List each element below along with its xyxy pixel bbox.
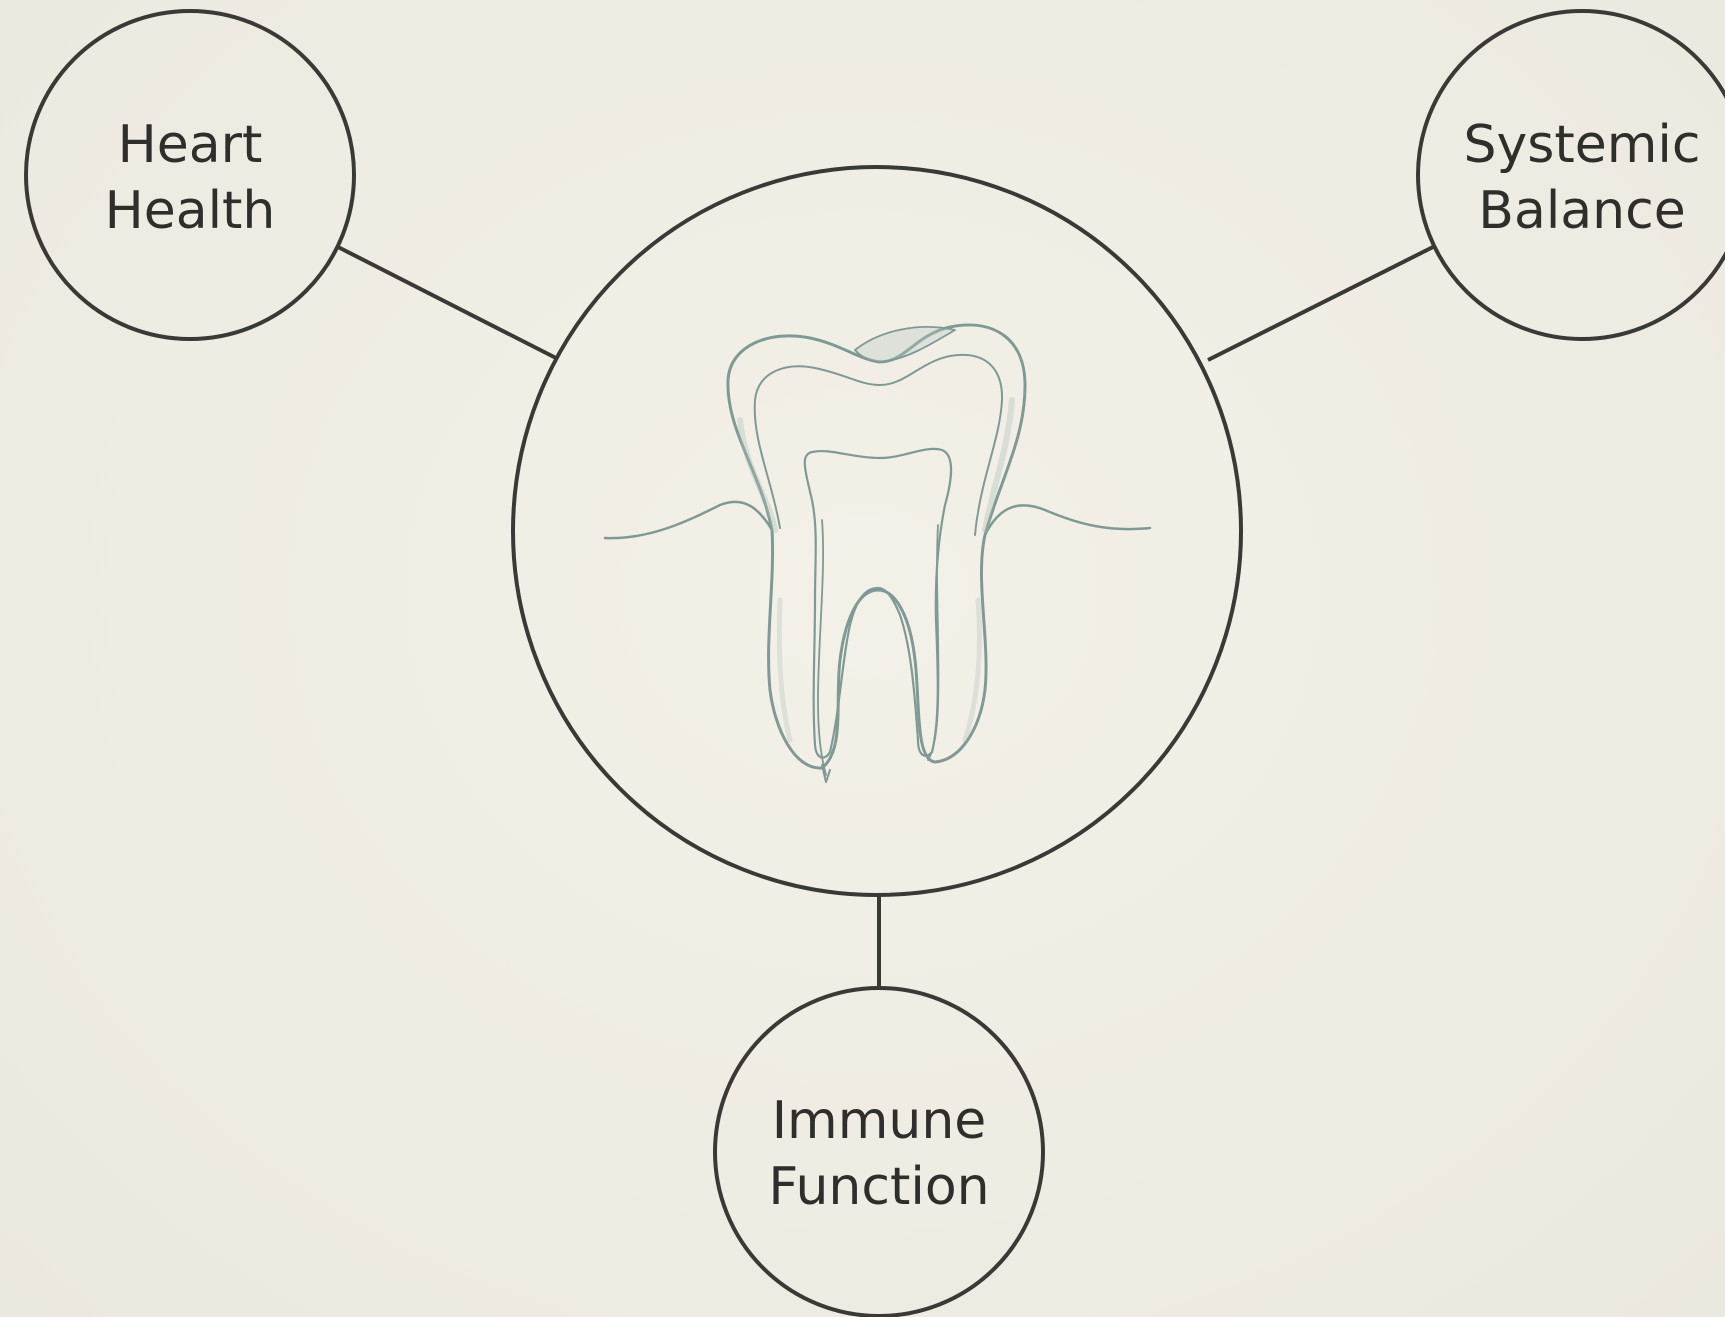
node-immune-function-label-line1: Immune — [772, 1091, 987, 1151]
node-immune-function: Immune Function — [715, 988, 1043, 1316]
node-heart-health-label-line1: Heart — [118, 115, 263, 175]
node-heart-health-circle — [26, 11, 354, 339]
node-heart-health: Heart Health — [26, 11, 354, 339]
node-systemic-balance-label-line2: Balance — [1478, 181, 1685, 241]
node-systemic-balance-circle — [1418, 11, 1725, 339]
node-immune-function-circle — [715, 988, 1043, 1316]
connector-systemic — [1208, 246, 1435, 360]
node-immune-function-label-line2: Function — [768, 1157, 989, 1217]
tooth-icon — [605, 325, 1150, 782]
node-systemic-balance: Systemic Balance — [1418, 11, 1725, 339]
center-circle — [513, 167, 1241, 895]
node-heart-health-label-line2: Health — [105, 181, 276, 241]
node-systemic-balance-label-line1: Systemic — [1464, 115, 1701, 175]
connector-heart — [338, 247, 556, 358]
